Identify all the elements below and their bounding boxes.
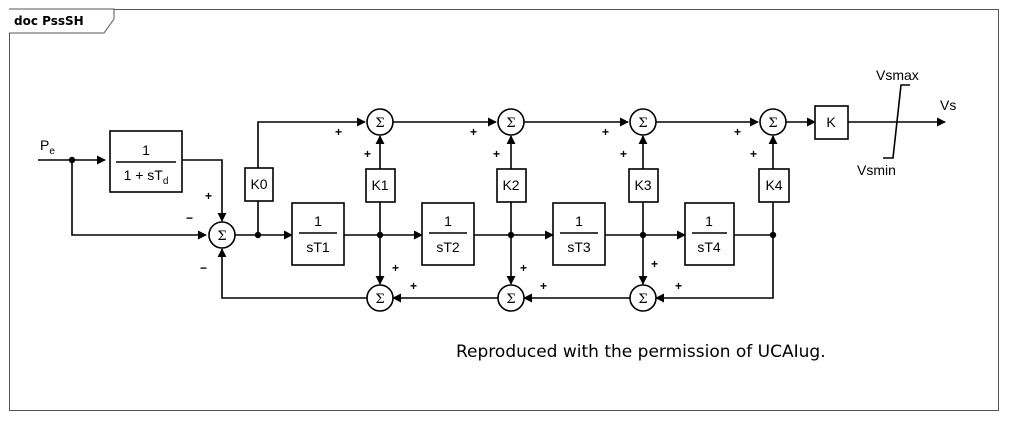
tab-title: doc PssSH [14,14,84,28]
integrator-2-den: sT2 [436,239,460,255]
gain-k2-label: K2 [502,177,519,193]
integrator-3 [552,202,606,266]
integrator-1-den: sT1 [306,239,330,255]
gain-k0-label: K0 [250,176,267,192]
sign-t4-bottom: + [750,147,757,161]
sum-symbol-top-3: Σ [638,116,647,131]
gain-k4 [758,168,790,203]
gain-k1-label: K1 [371,177,388,193]
sign-b3-right: + [675,279,682,293]
integrator-3-den: sT3 [567,239,591,255]
limit-min-label: Vsmin [857,162,896,178]
gain-k4-label: K4 [765,177,782,193]
integrator-1-num: 1 [314,213,322,229]
sign-b2-right: + [540,279,547,293]
lead-block-den-sub: d [163,176,169,187]
integrator-4-num: 1 [705,213,713,229]
wire-input-direct [71,160,207,240]
input-label-main: P [40,137,49,153]
sign-t2-bottom: + [493,147,500,161]
wire-feedback-to-main [217,248,367,299]
sign-main-minus-left: − [186,211,193,225]
sign-main-minus-bottom: − [200,261,207,275]
integrator-1 [291,202,345,266]
sign-b2-top: + [520,261,527,275]
lead-block-den-main: 1 + sT [124,167,164,183]
sign-t4-left: + [734,125,741,139]
gain-k-output [814,105,849,140]
integrator-4 [684,202,735,266]
gain-k1 [365,168,396,203]
sign-b1-right: + [410,279,417,293]
limiter-symbol [883,84,910,159]
sign-b1-top: + [392,261,399,275]
wire-lead-to-sum [182,159,227,222]
tab-shape [9,8,115,34]
lead-block-denominator: 1 + sTd [124,167,169,187]
sum-symbol-top-4: Σ [768,116,777,131]
gain-k-output-label: K [826,114,836,130]
sum-symbol-top-2: Σ [506,116,515,131]
sign-t1-left: + [335,125,342,139]
wire-int4-to-bsum3 [655,235,774,303]
diagram-frame [9,9,999,411]
input-label-sub: e [49,146,55,157]
integrator-2-num: 1 [444,213,452,229]
limit-max-label: Vsmax [876,67,919,83]
sign-main-plus: + [205,189,212,203]
sign-t2-left: + [470,125,477,139]
sign-t1-bottom: + [364,147,371,161]
integrator-2 [421,202,475,266]
output-label: Vs [940,97,956,113]
integrator-4-den: sT4 [697,239,721,255]
integrator-3-num: 1 [575,213,583,229]
sign-b3-top: + [651,257,658,271]
wire-k0-out [257,117,366,168]
credit-text: Reproduced with the permission of UCAIug… [456,342,826,362]
sum-symbol-bottom-3: Σ [638,292,647,307]
input-label: Pe [40,137,55,157]
sign-t3-left: + [602,125,609,139]
gain-k3 [628,168,659,203]
gain-k2 [496,168,527,203]
sum-symbol-main: Σ [217,229,226,244]
sum-symbol-bottom-2: Σ [506,292,515,307]
gain-k0 [244,167,274,202]
sum-symbol-bottom-1: Σ [375,292,384,307]
lead-block-numerator: 1 [142,142,150,158]
gain-k3-label: K3 [634,177,651,193]
sign-t3-bottom: + [620,147,627,161]
sum-symbol-top-1: Σ [375,116,384,131]
